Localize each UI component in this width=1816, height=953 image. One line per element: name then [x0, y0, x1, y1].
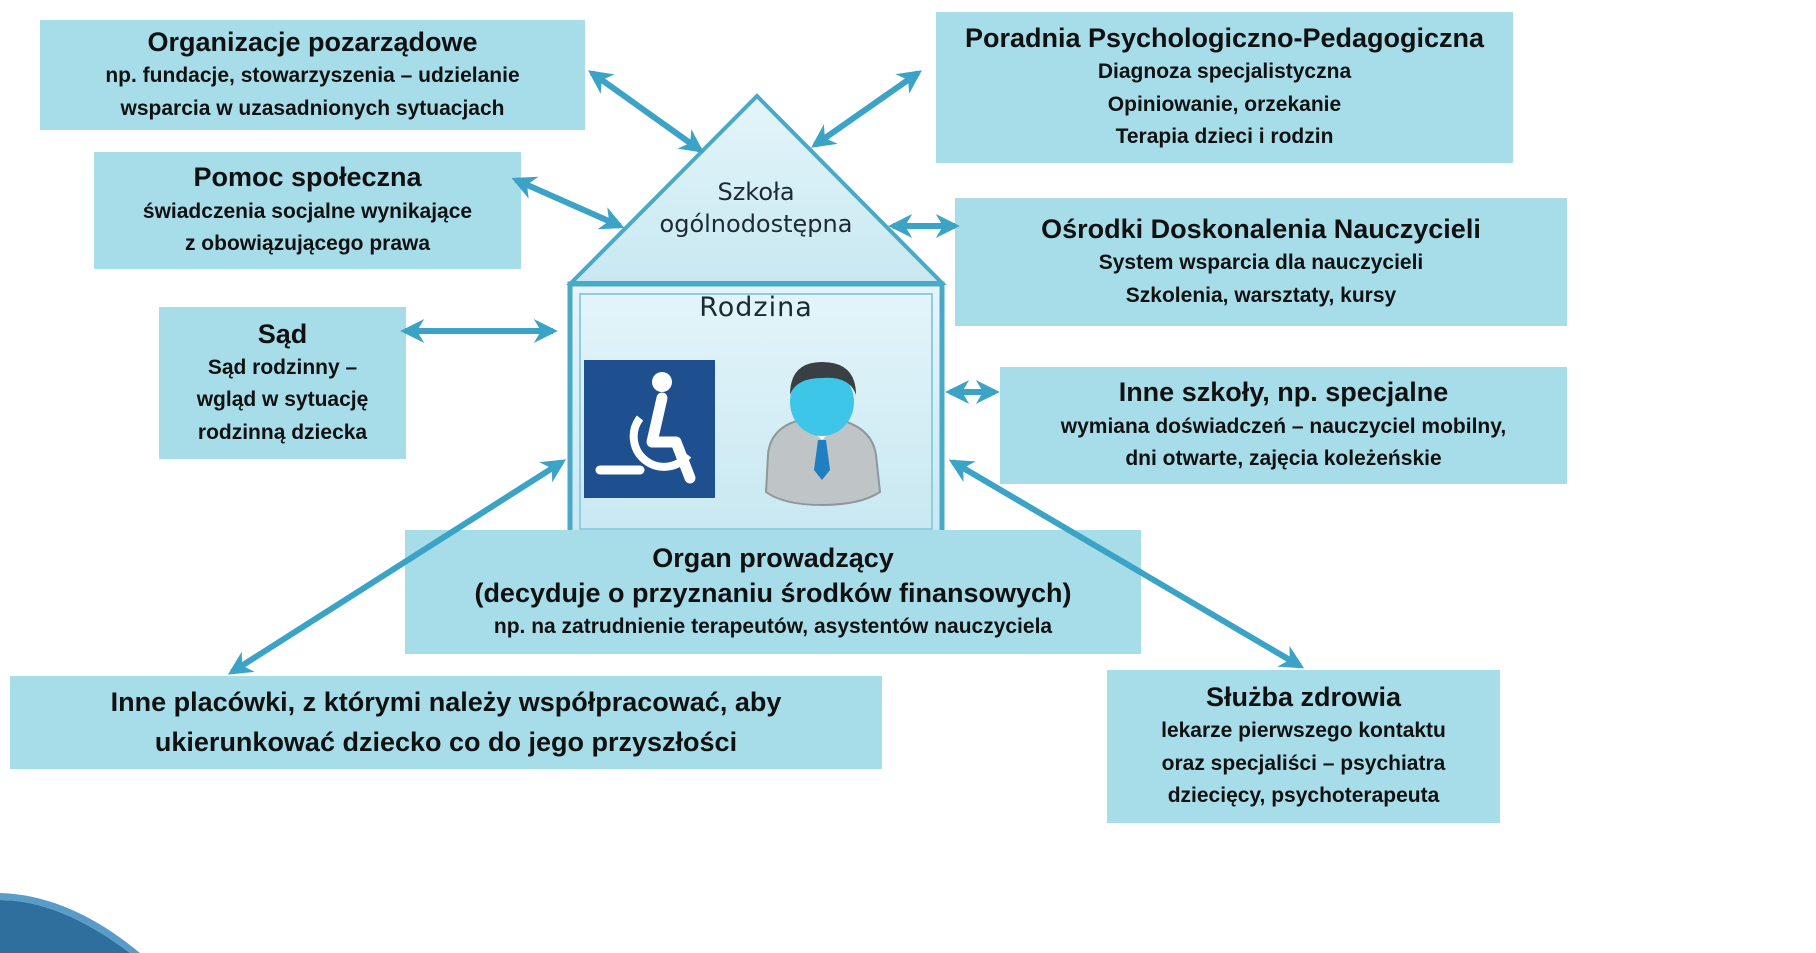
social-title: Pomoc społeczna [193, 162, 422, 193]
court-line-1: Sąd rodzinny – [207, 355, 358, 379]
other-institutions-line-2: ukierunkować dziecko co do jego przyszło… [154, 726, 738, 757]
health-box: Służba zdrowia lekarze pierwszego kontak… [1107, 670, 1500, 823]
social-line-1: świadczenia socjalne wynikające [142, 199, 473, 223]
health-line-2: oraz specjaliści – psychiatra [1161, 751, 1446, 775]
social-box: Pomoc społeczna świadczenia socjalne wyn… [94, 152, 521, 269]
roof-label-line-2: ogólnodostępna [659, 210, 853, 239]
other-institutions-box: Inne placówki, z którymi należy współpra… [10, 676, 882, 769]
other-schools-title: Inne szkoły, np. specjalne [1118, 377, 1449, 408]
ppp-box: Poradnia Psychologiczno-Pedagogiczna Dia… [936, 12, 1513, 163]
court-title: Sąd [257, 318, 308, 349]
odn-line-1: System wsparcia dla nauczycieli [1098, 251, 1424, 274]
arrow-social [511, 176, 625, 230]
person-avatar-icon [764, 362, 882, 507]
arrow-other-institutions [227, 459, 567, 675]
wheelchair-icon [584, 360, 715, 498]
odn-box: Ośrodki Doskonalenia Nauczycieli System … [955, 198, 1567, 326]
odn-title: Ośrodki Doskonalenia Nauczycieli [1041, 213, 1481, 244]
roof-label-line-1: Szkoła [717, 178, 795, 206]
ppp-line-1: Diagnoza specjalistyczna [1097, 60, 1352, 84]
ppp-title: Poradnia Psychologiczno-Pedagogiczna [964, 23, 1485, 54]
other-institutions-line-1: Inne placówki, z którymi należy współpra… [110, 687, 782, 718]
family-label: Rodzina [699, 292, 813, 323]
social-line-2: z obowiązującego prawa [184, 232, 431, 256]
odn-line-2: Szkolenia, warsztaty, kursy [1125, 283, 1397, 307]
ngo-title: Organizacje pozarządowe [147, 26, 478, 57]
ppp-line-3: Terapia dzieci i rodzin [1115, 125, 1334, 149]
authority-title: Organ prowadzący [652, 542, 894, 573]
health-title: Służba zdrowia [1205, 682, 1402, 713]
health-line-3: dziecięcy, psychoterapeuta [1167, 784, 1440, 808]
ngo-box: Organizacje pozarządowe np. fundacje, st… [40, 20, 585, 130]
authority-line-2: np. na zatrudnienie terapeutów, asystent… [493, 614, 1053, 638]
court-line-2: wgląd w sytuację [196, 388, 369, 412]
health-line-1: lekarze pierwszego kontaktu [1161, 719, 1446, 743]
arrow-ngo [588, 70, 704, 153]
ngo-line-2: wsparcia w uzasadnionych sytuacjach [120, 96, 505, 120]
arrow-health [948, 459, 1305, 669]
court-box: Sąd Sąd rodzinny – wgląd w sytuację rodz… [159, 307, 406, 459]
ngo-line-1: np. fundacje, stowarzyszenia – udzielani… [105, 64, 520, 87]
other-schools-line-1: wymiana doświadczeń – nauczyciel mobilny… [1060, 414, 1507, 438]
ppp-line-2: Opiniowanie, orzekanie [1107, 92, 1342, 116]
arrow-ppp [811, 70, 922, 148]
court-line-3: rodzinną dziecka [197, 420, 368, 444]
